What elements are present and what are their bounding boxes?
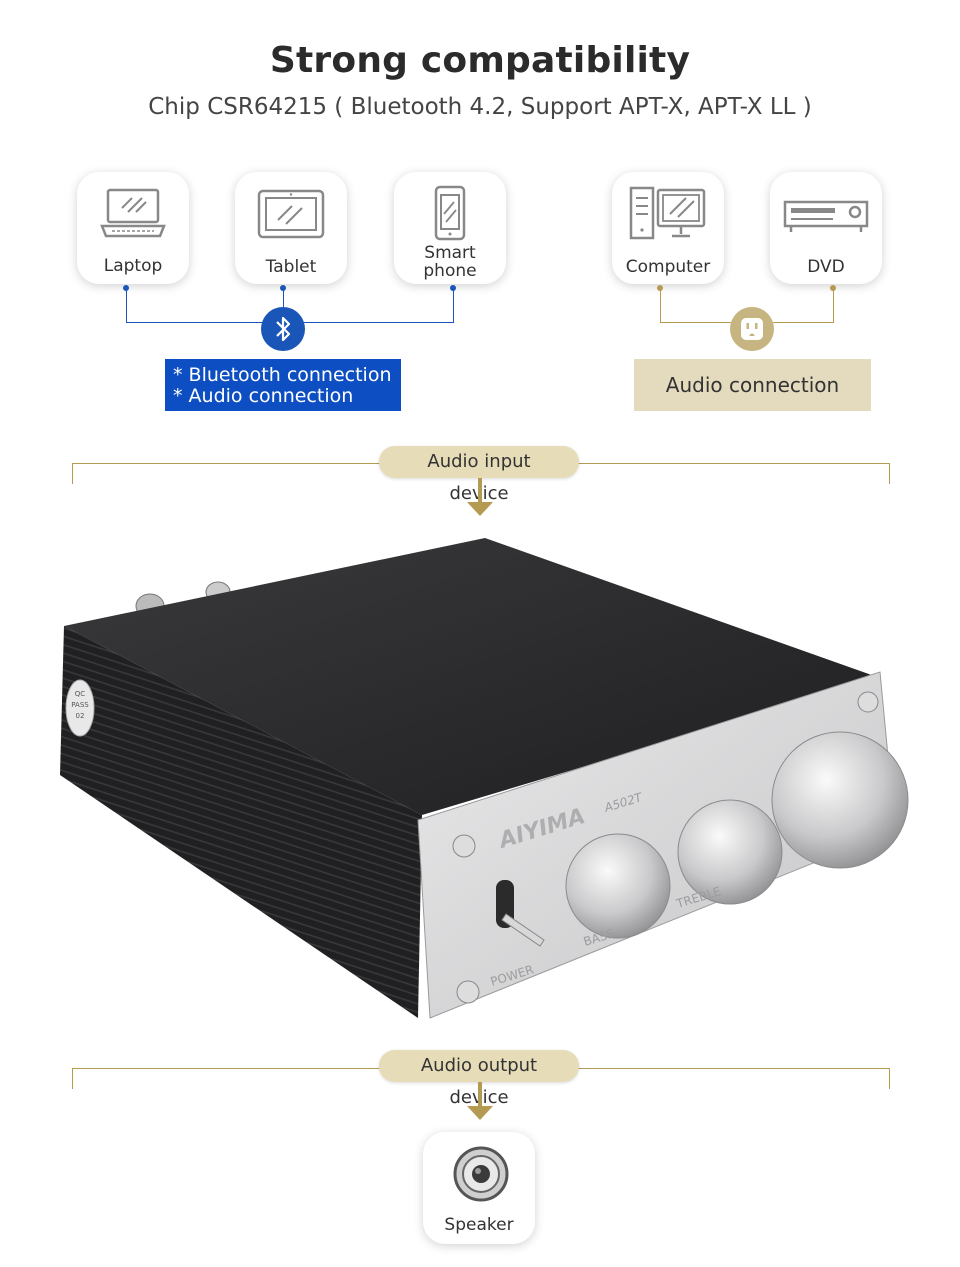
- screw: [857, 691, 879, 713]
- laptop-label: Laptop: [103, 256, 163, 276]
- bluetooth-badge: [261, 307, 305, 351]
- outlet-badge: [730, 307, 774, 351]
- laptop-icon: [100, 188, 166, 238]
- input-arrow-stem: [478, 478, 482, 502]
- connector-line: [660, 288, 661, 322]
- speaker-icon: [453, 1146, 509, 1202]
- dvd-player-icon: [783, 200, 869, 232]
- screw: [456, 980, 480, 1004]
- dvd-label: DVD: [807, 257, 845, 277]
- bass-knob: [565, 833, 671, 939]
- audio-output-pill: Audio output device: [379, 1050, 579, 1108]
- speaker-card: Speaker: [423, 1132, 535, 1244]
- smartphone-card: Smart phone: [394, 172, 506, 284]
- treble-knob: [677, 799, 783, 905]
- connector-dot: [450, 285, 456, 291]
- page-subtitle: Chip CSR64215 ( Bluetooth 4.2, Support A…: [148, 94, 812, 120]
- power-outlet-icon: [741, 318, 763, 340]
- audio-input-pill: Audio input device: [379, 446, 579, 504]
- bluetooth-box-line2: * Audio connection: [173, 385, 354, 407]
- laptop-card: Laptop: [77, 172, 189, 284]
- bluetooth-box-line1: * Bluetooth connection: [173, 364, 392, 386]
- qc-sticker-line1: QC: [75, 690, 86, 698]
- dvd-card: DVD: [770, 172, 882, 284]
- down-arrow-icon: [467, 1106, 493, 1120]
- volume-knob: [771, 731, 909, 869]
- computer-label: Computer: [625, 257, 711, 277]
- bluetooth-connection-box: * Bluetooth connection * Audio connectio…: [165, 359, 401, 411]
- connector-dot: [657, 285, 663, 291]
- smartphone-label-line1: Smart: [424, 243, 476, 263]
- screw: [452, 834, 476, 858]
- page-title: Strong compatibility: [269, 40, 691, 81]
- tablet-label: Tablet: [265, 257, 317, 277]
- qc-sticker: [65, 679, 95, 737]
- connector-dot: [280, 285, 286, 291]
- connector-line: [126, 288, 127, 322]
- smartphone-label-line2: phone: [423, 261, 477, 281]
- amplifier-image: QC PASS 02 AIYIMA A502T POWER BASS TREBL…: [60, 538, 909, 1019]
- connector-line: [453, 288, 454, 322]
- connector-line: [283, 288, 284, 308]
- tablet-card: Tablet: [235, 172, 347, 284]
- bluetooth-icon: [276, 316, 291, 342]
- computer-card: Computer: [612, 172, 724, 284]
- audio-connection-box: Audio connection: [634, 359, 871, 411]
- amplifier-side: [60, 626, 422, 1018]
- smartphone-icon: [434, 185, 466, 241]
- qc-sticker-line3: 02: [76, 712, 85, 720]
- output-arrow-stem: [478, 1082, 482, 1106]
- qc-sticker-line2: PASS: [71, 701, 89, 709]
- connector-dot: [830, 285, 836, 291]
- computer-icon: [629, 186, 706, 240]
- down-arrow-icon: [467, 502, 493, 516]
- tablet-icon: [257, 189, 325, 239]
- speaker-label: Speaker: [444, 1215, 514, 1235]
- amplifier-top: [64, 538, 880, 815]
- connector-dot: [123, 285, 129, 291]
- connector-line: [833, 288, 834, 322]
